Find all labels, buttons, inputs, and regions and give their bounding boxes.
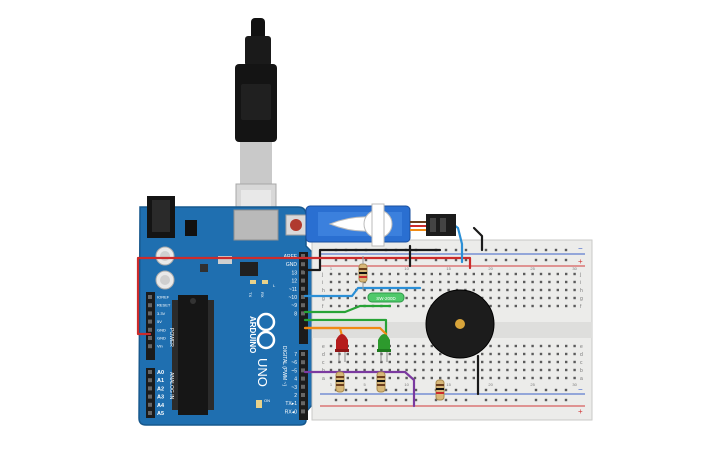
row-label: c <box>322 360 325 366</box>
row-label: a <box>322 376 325 382</box>
column-label: 10 <box>404 382 409 387</box>
wire-blue-13 <box>303 286 422 298</box>
row-label: f <box>322 304 324 310</box>
power-pin-label: GND <box>157 336 166 341</box>
power-pin-label: RESET <box>157 303 171 308</box>
wires[interactable] <box>136 220 484 408</box>
row-label: b <box>580 368 583 374</box>
column-label: 25 <box>530 266 535 271</box>
wire-green-10 <box>303 318 388 342</box>
row-label: h <box>322 288 325 294</box>
resistor-icon[interactable] <box>358 256 368 290</box>
digital-pin-label: GND <box>286 262 298 268</box>
column-label: 20 <box>488 266 493 271</box>
on-label: ON <box>264 398 270 403</box>
row-label: i <box>322 280 323 286</box>
brand-label: ARDUINO <box>248 316 257 353</box>
sensor-label: SW-200D <box>376 296 396 301</box>
digital-label: DIGITAL (PWM ~) <box>281 346 287 386</box>
digital-pin-label: ~6 <box>291 360 297 366</box>
row-label: g <box>580 296 583 302</box>
analog-label: ANALOG IN <box>168 372 174 400</box>
digital-pin-label: 2 <box>294 393 297 399</box>
column-label: 1 <box>330 266 333 271</box>
analog-pin-label: A4 <box>157 403 165 409</box>
column-label: 30 <box>572 266 577 271</box>
power-label: POWER <box>168 328 174 347</box>
digital-pin-label: ~11 <box>289 287 297 293</box>
usb-cable-icon[interactable] <box>235 18 277 221</box>
power-header[interactable] <box>146 292 155 360</box>
column-label: 10 <box>404 266 409 271</box>
l-label: L <box>273 283 276 288</box>
column-label: 5 <box>363 382 366 387</box>
row-label: c <box>580 360 583 366</box>
digital-pin-label: 13 <box>291 270 297 276</box>
resistor-icon[interactable] <box>335 371 345 393</box>
row-label: f <box>580 304 582 310</box>
power-pin-label: Vin <box>157 344 163 349</box>
row-label: h <box>580 288 583 294</box>
column-label: 1 <box>330 382 333 387</box>
analog-header[interactable] <box>146 368 155 418</box>
analog-pin-label: A0 <box>157 370 164 376</box>
rx-label: RX <box>260 292 265 298</box>
digital-pin-label: ~10 <box>289 295 298 301</box>
microcontroller-chip <box>178 295 208 415</box>
analog-pin-label: A1 <box>157 378 164 384</box>
wire-black-gnd <box>303 248 442 272</box>
tx-label: TX <box>248 292 253 297</box>
analog-pin-label: A3 <box>157 395 164 401</box>
led-icon[interactable] <box>335 334 349 362</box>
wire-black-servo <box>472 226 484 252</box>
arduino-board[interactable]: ARDUINO UNO DIGITAL (PWM ~) POWER ANALOG… <box>138 196 313 426</box>
resistor-icon[interactable] <box>435 379 445 401</box>
servo-icon[interactable] <box>305 203 456 247</box>
power-pin-label: IOREF <box>157 295 170 300</box>
wire-green-11 <box>303 304 392 314</box>
digital-pin-label: ~9 <box>291 303 297 309</box>
column-label: 20 <box>488 382 493 387</box>
led-icon[interactable] <box>377 334 391 362</box>
wire-red-5v <box>136 256 472 336</box>
row-label: i <box>580 280 581 286</box>
plus-rail-label: + <box>578 257 583 266</box>
plus-rail-label-bottom: + <box>578 407 583 416</box>
row-label: j <box>321 272 323 278</box>
buzzer-icon[interactable] <box>425 289 495 359</box>
digital-pin-label: ~5 <box>291 368 297 374</box>
row-label: a <box>580 376 583 382</box>
row-label: e <box>580 344 583 350</box>
column-label: 15 <box>446 382 451 387</box>
wire-orange-10 <box>303 326 388 336</box>
column-label: 25 <box>530 382 535 387</box>
column-label: 15 <box>446 266 451 271</box>
digital-pin-label: 12 <box>291 279 297 285</box>
wire-purple-5 <box>303 370 416 408</box>
digital-pin-label: 4 <box>294 377 297 383</box>
tilt-sensor-icon[interactable]: SW-200D <box>367 292 405 303</box>
digital-pin-label: RX◂0 <box>285 409 297 415</box>
row-label: e <box>322 344 325 350</box>
analog-pin-label: A2 <box>157 386 164 392</box>
column-label: 30 <box>572 382 577 387</box>
row-label: g <box>322 296 325 302</box>
minus-rail-label-bottom: − <box>578 385 583 394</box>
arduino-logo-icon <box>256 312 276 350</box>
power-pin-label: 5V <box>157 319 162 324</box>
model-label: UNO <box>255 358 270 387</box>
digital-pin-label: TX▸1 <box>285 401 297 407</box>
power-pin-label: 3.3V <box>157 311 166 316</box>
digital-pin-label: 8 <box>294 311 297 317</box>
row-label: d <box>322 352 325 358</box>
row-label: d <box>580 352 583 358</box>
digital-pin-label: ~3 <box>291 385 297 391</box>
analog-pin-label: A5 <box>157 411 164 417</box>
row-label: j <box>579 272 581 278</box>
minus-rail-label: − <box>578 244 583 253</box>
power-pin-label: GND <box>157 327 166 332</box>
resistor-icon[interactable] <box>376 371 386 393</box>
digital-pin-label: 7 <box>294 352 297 358</box>
